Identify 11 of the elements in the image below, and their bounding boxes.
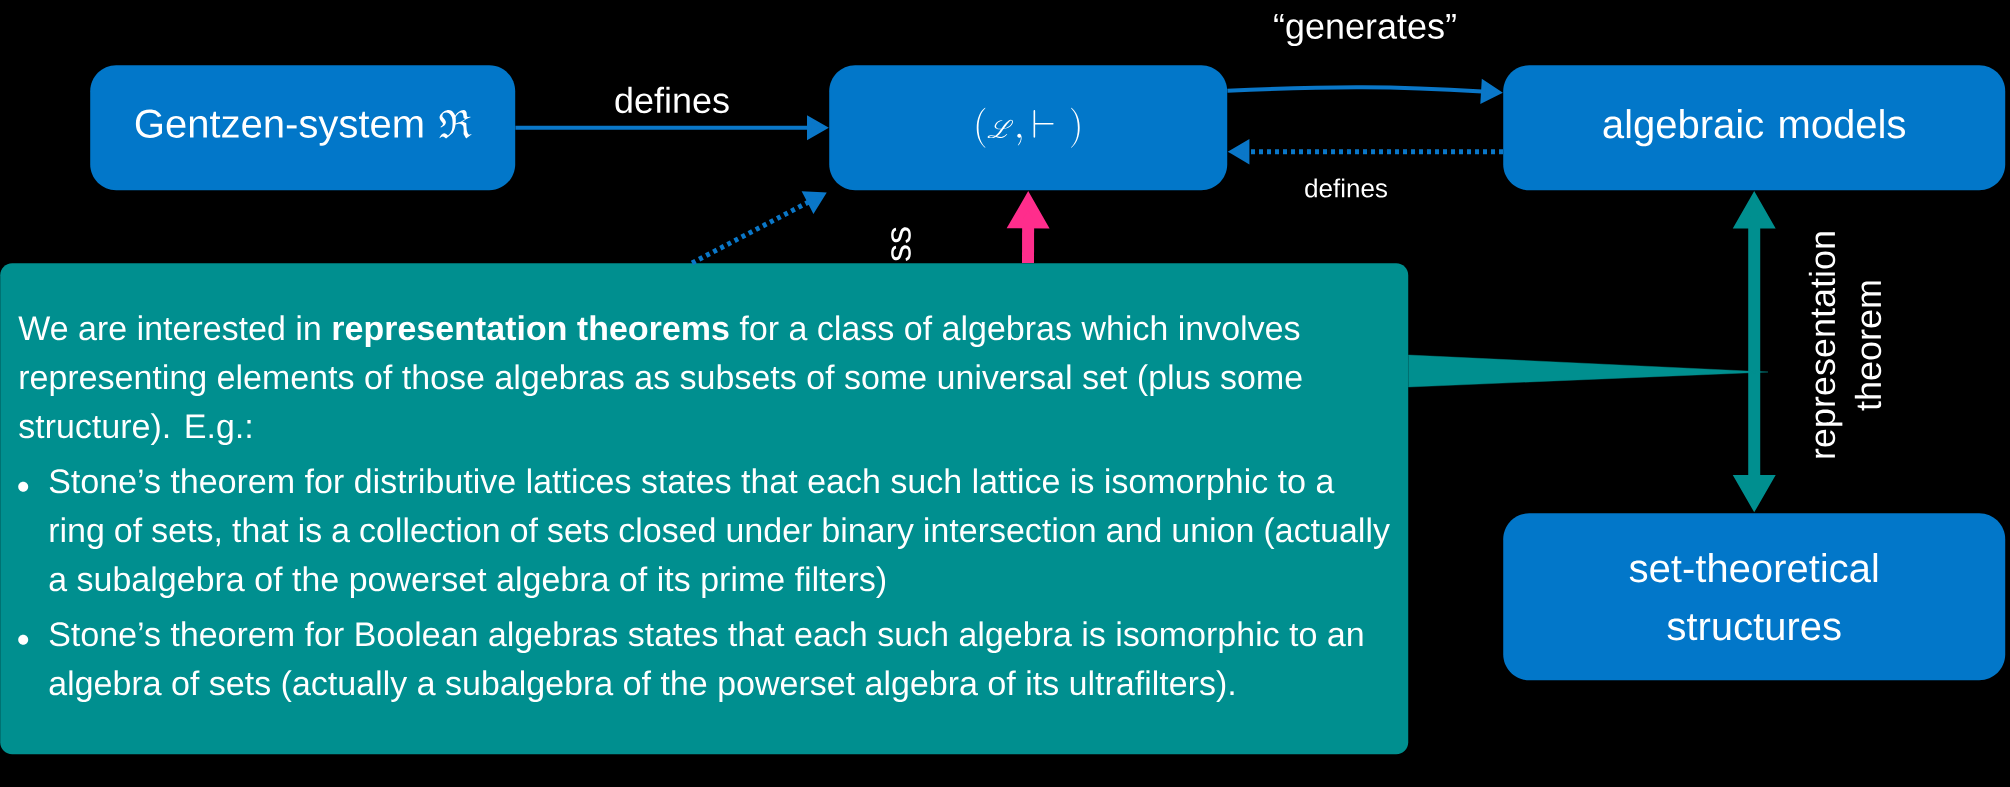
- edge-label: defines: [615, 86, 729, 114]
- edge-label: “generates”: [1274, 13, 1456, 47]
- edge-label: representation theorem: [1808, 232, 1882, 458]
- process-box: set-theoretical structures: [1503, 513, 2006, 681]
- callout-box: We are interested in representation theorems for a class of algebras which involves representing elements of those algebras as subsets of some universal set (plus some structure). E.g.: Stone’s theorem for distributive lattices states that each such lattice is isomorphic to a ring of sets, that is a collection of sets closed under binary intersection and union (actually a subalgebra of the powerset algebra of its prime filters) Stone’s theorem for Boolean algebras states that each such algebra is isomorphic to an algebra of sets (actually a subalgebra of the powerset algebra of its ultrafilters).: [0, 263, 1409, 755]
- text-label: ss: [891, 227, 911, 261]
- process-box: Gentzen-system $\mathfrak{R}$: [90, 65, 516, 191]
- callout-pointer: [1408, 354, 1769, 388]
- process-box: algebraic models: [1503, 65, 2006, 191]
- edge-label: defines: [1305, 178, 1387, 198]
- process-box: $(\mathscr{L}, \vdash\ )$: [829, 65, 1228, 191]
